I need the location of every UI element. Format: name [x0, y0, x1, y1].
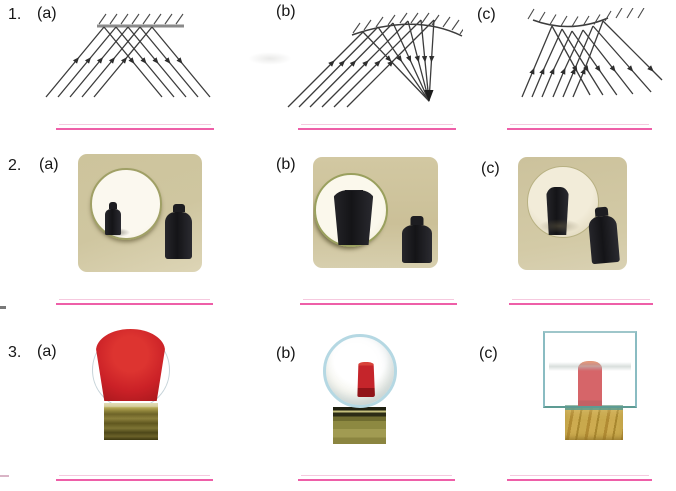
part-label-2c: (c): [481, 160, 500, 177]
photo-2b-concave-mirror-larger-image: [313, 157, 438, 268]
part-label-3c: (c): [479, 345, 498, 362]
scan-artifact: [0, 306, 6, 309]
answer-line-2c: [509, 299, 653, 305]
focal-point: [424, 90, 434, 102]
round-mirror: [527, 166, 599, 238]
figure-1a-plane-mirror-ray-diagram: [40, 10, 220, 110]
incident-rays: [521, 20, 604, 98]
wooden-block: [104, 403, 158, 440]
part-label-2b: (b): [276, 156, 296, 173]
photo-2a-convex-mirror-smaller-image: [78, 154, 202, 272]
bottle-cap: [344, 190, 363, 191]
black-bottle: [402, 216, 432, 263]
round-mirror: [314, 173, 388, 247]
flat-glass-block: [543, 331, 637, 408]
answer-line-1c: [507, 124, 652, 130]
mirror-hatching: [98, 13, 184, 25]
wooden-block: [565, 405, 623, 440]
reflected-rays: [103, 26, 211, 98]
question-1-number: 1.: [8, 6, 22, 23]
photo-3a-magnified-red-object-through-lens: [90, 326, 170, 440]
bottle-cap: [410, 216, 424, 226]
answer-line-2b: [300, 299, 457, 305]
bottle-cap: [594, 207, 609, 218]
figure-1b-concave-mirror-ray-diagram: [283, 5, 463, 115]
magnified-red-object: [96, 329, 165, 401]
photo-3b-red-object-in-glass-sphere: [322, 333, 402, 445]
answer-line-3b: [298, 475, 455, 481]
question-2-number: 2.: [8, 157, 22, 174]
part-label-3b: (b): [276, 345, 296, 362]
photo-2c-plane-mirror-same-size-image: [518, 157, 627, 270]
incident-rays: [287, 19, 435, 108]
diverging-reflected-rays: [551, 20, 663, 96]
answer-line-1b: [298, 124, 456, 130]
part-label-1c: (c): [477, 6, 496, 23]
wooden-block: [333, 407, 386, 444]
bottle-reflection: [546, 187, 569, 235]
answer-line-3c: [507, 475, 652, 481]
part-label-1b: (b): [276, 3, 296, 20]
part-label-1a: (a): [37, 5, 57, 22]
photo-3c-red-object-behind-flat-glass: [543, 330, 640, 441]
part-label-3a: (a): [37, 343, 57, 360]
question-3-number: 3.: [8, 344, 22, 361]
red-object: [357, 362, 375, 397]
converging-reflected-rays: [362, 19, 435, 102]
scan-smudge: [248, 52, 292, 65]
answer-line-1a: [56, 124, 214, 130]
bottle-cap: [109, 202, 117, 210]
answer-line-2a: [56, 299, 213, 305]
figure-1c-convex-mirror-ray-diagram: [470, 8, 670, 103]
part-label-2a: (a): [39, 156, 59, 173]
bottle-cap: [172, 204, 185, 213]
black-bottle: [165, 204, 192, 259]
mirror-hatching: [527, 8, 645, 27]
round-mirror: [90, 168, 162, 240]
answer-line-3a: [56, 475, 213, 481]
incident-rays: [45, 26, 153, 98]
scan-artifact: [0, 475, 9, 477]
black-bottle: [587, 207, 620, 265]
glass-sphere: [323, 334, 397, 408]
bottle-reflection: [333, 190, 374, 245]
bottle-cap: [552, 187, 563, 188]
bottle-reflection: [105, 202, 121, 235]
